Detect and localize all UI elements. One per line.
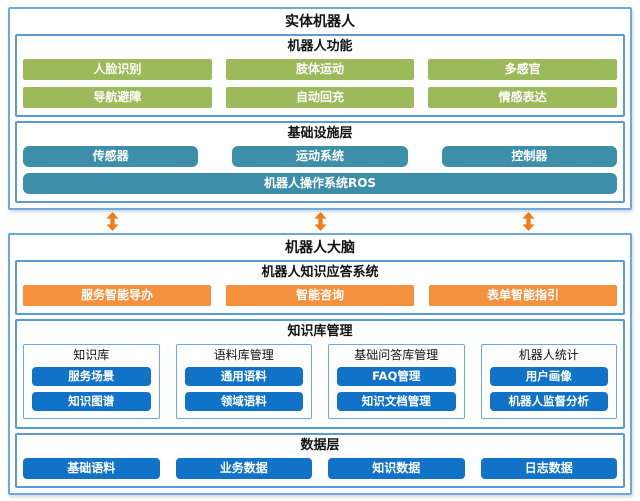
- infrastructure-grid: 传感器 运动系统 控制器: [23, 146, 617, 167]
- node-log-data: 日志数据: [480, 458, 617, 479]
- node-robot-supervision-analysis: 机器人监督分析: [489, 392, 608, 411]
- group-basic-qa-management: 基础问答库管理 FAQ管理 知识文档管理: [328, 344, 465, 419]
- group-corpus-management: 语料库管理 通用语料 领域语料: [175, 344, 312, 419]
- node-knowledge-doc-management: 知识文档管理: [337, 392, 456, 411]
- node-navigation-avoidance: 导航避障: [23, 87, 212, 108]
- node-domain-corpus: 领域语料: [184, 392, 303, 411]
- box-title-knowledge-management: 知识库管理: [287, 324, 353, 339]
- node-knowledge-data: 知识数据: [328, 458, 465, 479]
- node-form-smart-guidance: 表单智能指引: [429, 285, 617, 306]
- node-emotion-expression: 情感表达: [428, 87, 617, 108]
- group-title-corpus-management: 语料库管理: [213, 348, 274, 362]
- node-ros-bar: 机器人操作系统ROS: [23, 173, 617, 194]
- node-multi-sense: 多感官: [428, 59, 617, 80]
- box-title-infrastructure: 基础设施层: [287, 126, 353, 141]
- node-auto-recharge: 自动回充: [225, 87, 415, 108]
- box-qa-system: 机器人知识应答系统 服务智能导办 智能咨询 表单智能指引: [15, 260, 625, 315]
- node-limb-motion: 肢体运动: [225, 59, 415, 80]
- up-down-arrow-icon: [106, 212, 119, 231]
- group-title-robot-statistics: 机器人统计: [518, 348, 579, 362]
- node-service-scenario: 服务场景: [32, 367, 151, 386]
- connector-arrows: [8, 210, 632, 233]
- box-data-layer: 数据层 基础语料 业务数据 知识数据 日志数据: [15, 433, 625, 488]
- node-business-data: 业务数据: [175, 458, 312, 479]
- group-title-knowledge-base: 知识库: [73, 348, 110, 362]
- node-smart-consulting: 智能咨询: [226, 285, 414, 306]
- section-title-robot-brain: 机器人大脑: [285, 240, 355, 256]
- up-down-arrow-icon: [314, 212, 327, 231]
- qa-system-grid: 服务智能导办 智能咨询 表单智能指引: [23, 285, 617, 306]
- node-general-corpus: 通用语料: [184, 367, 303, 386]
- node-knowledge-graph: 知识图谱: [32, 392, 151, 411]
- section-title-physical-robot: 实体机器人: [285, 14, 355, 30]
- group-robot-statistics: 机器人统计 用户画像 机器人监督分析: [480, 344, 617, 419]
- data-layer-grid: 基础语料 业务数据 知识数据 日志数据: [23, 458, 617, 479]
- node-face-recognition: 人脸识别: [23, 59, 212, 80]
- box-robot-functions: 机器人功能 人脸识别 肢体运动 多感官 导航避障 自动回充 情感表达: [15, 34, 625, 117]
- box-title-robot-functions: 机器人功能: [287, 39, 353, 54]
- box-infrastructure: 基础设施层 传感器 运动系统 控制器 机器人操作系统ROS: [15, 121, 625, 203]
- node-service-smart-guide: 服务智能导办: [23, 285, 211, 306]
- node-faq-management: FAQ管理: [337, 367, 456, 386]
- group-knowledge-base: 知识库 服务场景 知识图谱: [23, 344, 160, 419]
- node-motion-system: 运动系统: [232, 146, 408, 167]
- up-down-arrow-icon: [522, 212, 535, 231]
- box-title-data-layer: 数据层: [300, 438, 340, 453]
- node-controller: 控制器: [441, 146, 617, 167]
- box-title-qa-system: 机器人知识应答系统: [261, 265, 379, 280]
- section-robot-brain: 机器人大脑 机器人知识应答系统 服务智能导办 智能咨询 表单智能指引 知识库管理…: [8, 233, 632, 495]
- knowledge-groups-grid: 知识库 服务场景 知识图谱 语料库管理 通用语料 领域语料 基础问答库管理 FA…: [23, 344, 617, 419]
- section-physical-robot: 实体机器人 机器人功能 人脸识别 肢体运动 多感官 导航避障 自动回充 情感表达…: [8, 7, 632, 210]
- group-title-basic-qa-management: 基础问答库管理: [354, 348, 439, 362]
- box-knowledge-management: 知识库管理 知识库 服务场景 知识图谱 语料库管理 通用语料 领域语料 基础问答…: [15, 319, 625, 429]
- node-basic-corpus: 基础语料: [23, 458, 160, 479]
- node-sensor: 传感器: [23, 146, 199, 167]
- robot-functions-grid: 人脸识别 肢体运动 多感官 导航避障 自动回充 情感表达: [23, 59, 617, 108]
- node-user-profile: 用户画像: [489, 367, 608, 386]
